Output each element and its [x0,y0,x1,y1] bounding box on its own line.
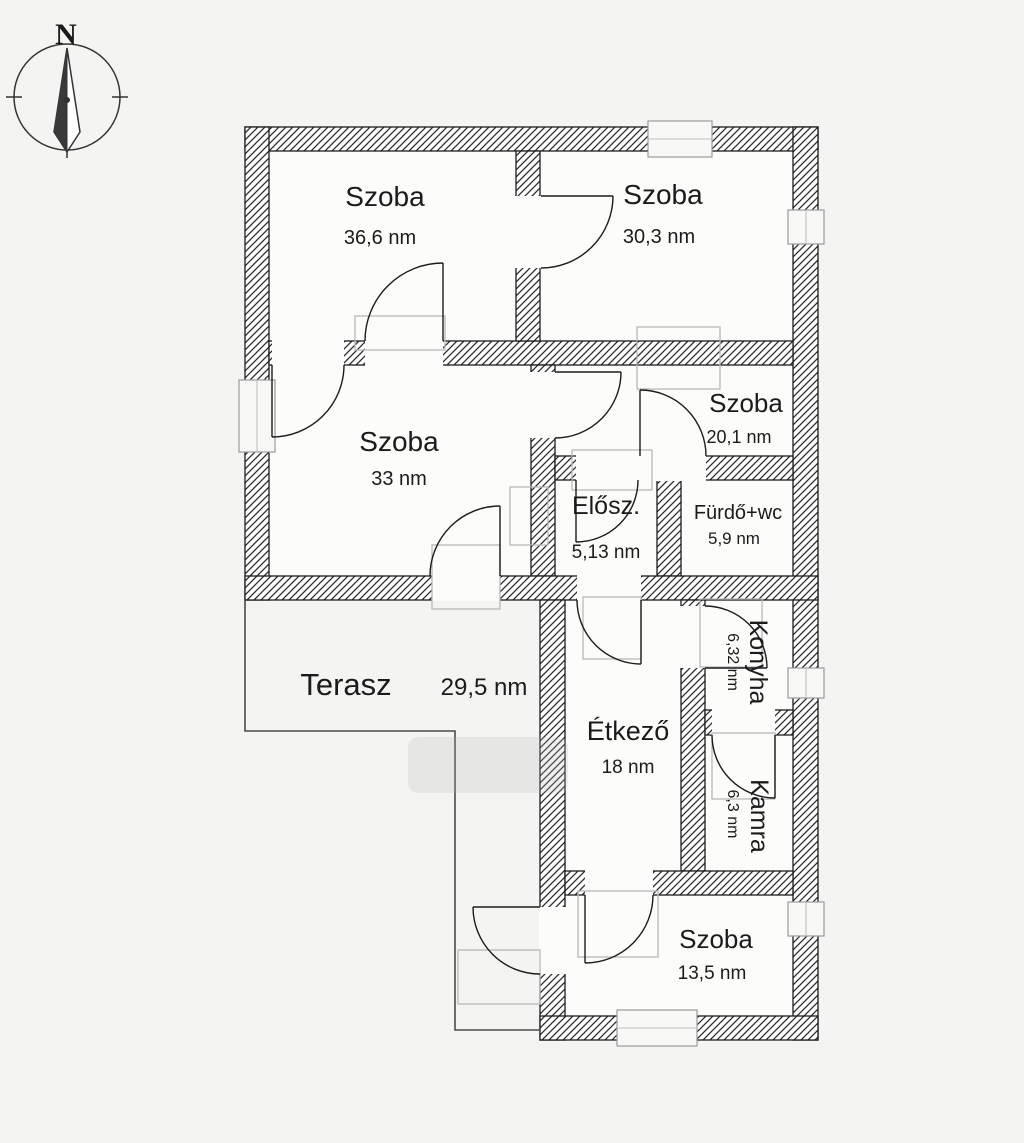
room-name: Szoba [679,924,753,954]
door-opening [712,709,775,736]
door-swing [472,906,541,975]
door-arc [364,262,444,342]
door-opening [539,907,566,974]
room-label-eloszoba: Elősz. 5,13 nm [572,492,641,563]
door-swing [711,734,776,799]
wall-segment [244,126,819,152]
door-frame-marker [431,544,501,610]
door-arc [540,195,614,269]
room-name: Étkező [587,716,670,746]
door-frame-marker [457,949,541,1005]
door-arc [584,894,654,964]
door-arc [576,599,642,665]
room-label-etkezo: Étkező 18 nm [587,716,670,778]
room-name: Fürdő+wc [694,502,782,524]
room-area: 6,32 nm [724,633,741,691]
door-opening [585,870,653,896]
door-frame-marker [571,449,653,491]
watermark [408,737,568,793]
room-name: Elősz. [572,492,640,520]
door-swing [639,389,707,457]
room-area: 5,13 nm [572,542,641,563]
room-area: 6,3 nm [724,790,741,839]
door-frame-marker [699,598,763,668]
window [616,1009,698,1047]
interior-lower-block [540,600,818,1040]
door-swing [575,479,639,543]
room-area: 36,6 nm [344,227,416,249]
door-swing [704,605,768,669]
room-label-szoba-201: Szoba 20,1 nm [706,388,783,447]
compass-center-dot [64,97,70,103]
wall-segment [656,479,682,577]
room-labels: Szoba 36,6 nm Szoba 30,3 nm Szoba 33 nm … [300,179,783,984]
window [238,379,276,453]
door-swing [584,894,654,964]
door-swing [271,364,345,438]
door-arc [472,906,541,975]
room-name: Terasz [300,667,391,702]
compass-north-label: N [55,18,77,51]
room-area: 13,5 nm [678,963,747,984]
door-arc [271,364,345,438]
door-swing [576,599,642,665]
room-area: 29,5 nm [441,674,528,701]
room-label-szoba-33: Szoba 33 nm [359,426,439,490]
door-opening [680,606,706,668]
window [787,901,825,937]
wall-segment [244,126,270,601]
windows [238,120,825,1047]
door-swing [554,371,622,439]
room-label-terasz: Terasz 29,5 nm [300,667,527,702]
room-label-konyha: Konyha 6,32 nm [724,620,772,705]
room-area: 5,9 nm [708,529,760,548]
door-opening [272,340,344,366]
door-arc [711,734,776,799]
door-frame-marker [636,326,721,390]
door-opening [365,340,443,366]
compass: N [6,18,128,158]
room-label-kamra: Kamra 6,3 nm [724,779,773,853]
window [787,667,825,699]
room-label-furdo-wc: Fürdő+wc 5,9 nm [694,502,782,548]
window [787,209,825,245]
door-frame-marker [509,486,549,546]
door-arc [554,371,622,439]
door-arc [704,605,768,669]
terrace-outline [244,600,540,1031]
window [647,120,713,158]
room-label-szoba-303: Szoba 30,3 nm [623,179,703,248]
room-area: 18 nm [602,757,655,778]
door-swing [364,262,444,342]
door-opening [530,372,556,438]
door-swing [540,195,614,269]
door-arc [575,479,639,543]
room-name: Konyha [744,620,772,705]
doors [271,195,776,975]
door-opening [515,196,541,268]
door-opening [576,455,706,481]
room-label-szoba-366: Szoba 36,6 nm [344,181,425,249]
door-arc [639,389,707,457]
door-arc [429,505,501,577]
room-area: 33 nm [371,468,427,490]
wall-segment [268,340,794,366]
door-frame-marker [577,890,659,958]
door-frame-marker [354,315,446,351]
door-swing [429,505,501,577]
room-name: Szoba [359,426,439,457]
door-opening [432,575,500,601]
room-name: Kamra [745,779,773,853]
room-name: Szoba [623,179,703,210]
room-name: Szoba [345,181,425,212]
wall-segment [244,575,819,601]
room-area: 30,3 nm [623,226,695,248]
room-label-szoba-135: Szoba 13,5 nm [678,924,754,984]
room-name: Szoba [709,388,783,418]
room-area: 20,1 nm [706,427,771,447]
